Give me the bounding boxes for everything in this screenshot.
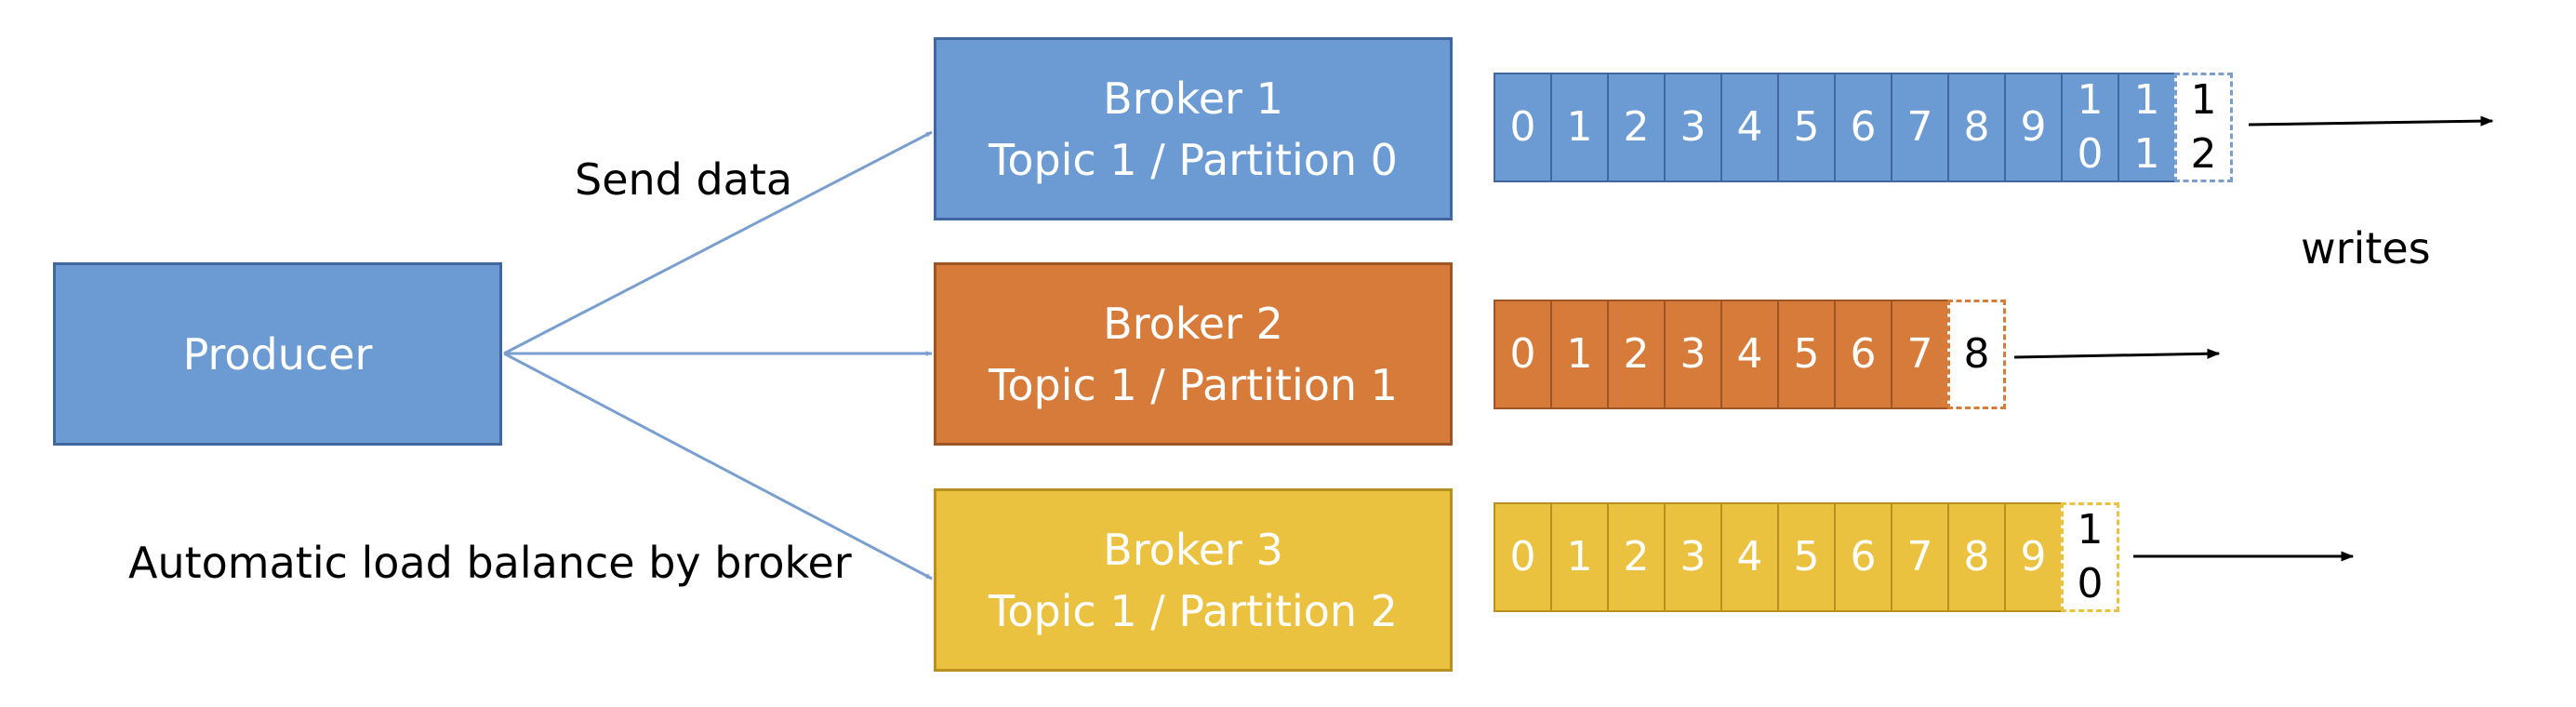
offset-digit: 0 (1509, 330, 1536, 378)
broker-1-subtitle: Topic 1 / Partition 0 (989, 134, 1398, 185)
broker-1-box: Broker 1 Topic 1 / Partition 0 (934, 37, 1453, 220)
write-arrow-partition-0 (2248, 115, 2494, 127)
offset-digit: 2 (1623, 533, 1650, 580)
broker-2-title: Broker 2 (1103, 298, 1283, 349)
offset-cell: 3 (1664, 300, 1722, 409)
offset-digit: 0 (2077, 130, 2104, 178)
offset-digit: 7 (1906, 533, 1933, 580)
offset-digit: 3 (1680, 533, 1706, 580)
offset-cell: 0 (1494, 73, 1552, 182)
offset-digit: 1 (2077, 506, 2104, 554)
load-balance-label: Automatic load balance by broker (128, 538, 852, 588)
offset-cell: 2 (1607, 502, 1666, 612)
broker-3-subtitle: Topic 1 / Partition 2 (989, 585, 1398, 636)
offset-cell: 7 (1891, 73, 1949, 182)
offset-digit: 2 (1623, 330, 1650, 378)
send-data-label: Send data (575, 154, 793, 205)
offset-cell: 6 (1834, 502, 1892, 612)
offset-digit: 7 (1906, 330, 1933, 378)
offset-digit: 6 (1850, 103, 1877, 151)
offset-cell: 1 (1550, 502, 1609, 612)
offset-digit: 6 (1850, 330, 1877, 378)
offset-digit: 1 (2190, 76, 2217, 124)
offset-cell: 4 (1720, 300, 1779, 409)
broker-2-box: Broker 2 Topic 1 / Partition 1 (934, 262, 1453, 446)
offset-digit: 1 (1566, 533, 1593, 580)
offset-cell: 7 (1891, 300, 1949, 409)
producer-label: Producer (182, 328, 373, 380)
offset-digit: 6 (1850, 533, 1877, 580)
offset-digit: 3 (1680, 330, 1706, 378)
offset-digit: 1 (2133, 76, 2160, 124)
write-arrow-partition-1 (2013, 348, 2221, 359)
offset-cell: 0 (1494, 502, 1552, 612)
offset-digit: 5 (1793, 533, 1820, 580)
offset-digit: 2 (2190, 130, 2217, 178)
offset-cell: 8 (1947, 502, 2006, 612)
offset-cell: 4 (1720, 73, 1779, 182)
offset-cell: 9 (2004, 502, 2063, 612)
offset-digit: 1 (1566, 330, 1593, 378)
offset-digit: 8 (1963, 533, 1990, 580)
offset-digit: 4 (1736, 103, 1763, 151)
offset-cell: 8 (1947, 73, 2006, 182)
offset-cell: 2 (1607, 300, 1666, 409)
offset-digit: 8 (1963, 103, 1990, 151)
next-offset-cell: 8 (1947, 300, 2006, 409)
offset-digit: 7 (1906, 103, 1933, 151)
offset-cell: 3 (1664, 73, 1722, 182)
offset-digit: 2 (1623, 103, 1650, 151)
offset-cell: 6 (1834, 73, 1892, 182)
producer-box: Producer (53, 262, 502, 446)
offset-cell: 5 (1777, 300, 1836, 409)
offset-digit: 1 (2133, 130, 2160, 178)
offset-cell: 2 (1607, 73, 1666, 182)
offset-digit: 3 (1680, 103, 1706, 151)
writes-label: writes (2301, 223, 2431, 273)
offset-digit: 4 (1736, 533, 1763, 580)
offset-cell: 3 (1664, 502, 1722, 612)
offset-digit: 0 (1509, 533, 1536, 580)
offset-digit: 9 (2020, 103, 2047, 151)
offset-cell: 9 (2004, 73, 2063, 182)
broker-3-box: Broker 3 Topic 1 / Partition 2 (934, 488, 1453, 672)
offset-cell: 5 (1777, 502, 1836, 612)
broker-1-title: Broker 1 (1103, 73, 1283, 124)
offset-digit: 1 (1566, 103, 1593, 151)
broker-2-subtitle: Topic 1 / Partition 1 (989, 359, 1398, 410)
offset-digit: 9 (2020, 533, 2047, 580)
offset-cell: 0 (1494, 300, 1552, 409)
offset-digit: 5 (1793, 330, 1820, 378)
offset-digit: 0 (1509, 103, 1536, 151)
offset-cell: 1 (1550, 73, 1609, 182)
broker-3-title: Broker 3 (1103, 524, 1283, 575)
offset-digit: 4 (1736, 330, 1763, 378)
offset-digit: 5 (1793, 103, 1820, 151)
offset-cell: 5 (1777, 73, 1836, 182)
offset-digit: 1 (2077, 76, 2104, 124)
offset-cell: 4 (1720, 502, 1779, 612)
offset-digit: 0 (2077, 560, 2104, 607)
offset-digit: 8 (1963, 330, 1990, 378)
offset-cell: 1 (1550, 300, 1609, 409)
offset-cell: 7 (1891, 502, 1949, 612)
offset-cell: 6 (1834, 300, 1892, 409)
